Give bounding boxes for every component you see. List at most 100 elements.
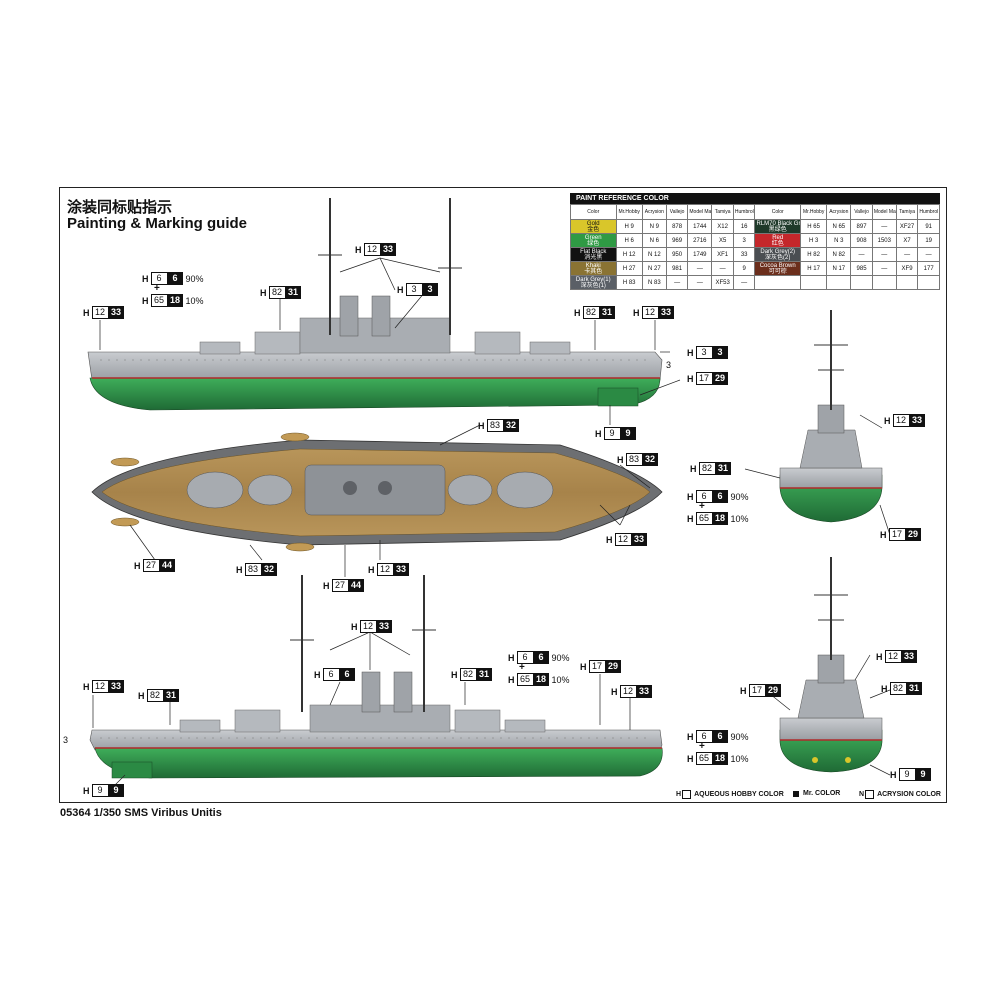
paint-code-n [826,275,852,290]
title-english: Painting & Marking guide [67,215,248,232]
paint-code-humbrol: — [732,275,756,290]
swatch-label: Red [772,234,784,241]
stern-view [779,557,883,773]
swatch-sublabel: 卡其色 [584,268,603,275]
swatch-label: Flat Black [580,248,607,255]
swatch-label: Gold [586,220,600,227]
legend-mr-color: Mr. COLOR [793,790,840,797]
legend-mr-color-text: Mr. COLOR [803,790,841,797]
paint-code-vallejo: — [665,275,689,290]
side-view-starboard [87,198,663,411]
paint-code-mm: — [687,275,713,290]
paint-code-mm: 1744 [687,219,713,234]
swatch-left-4: Dark Grey(1)深灰色(1) [570,275,617,290]
paint-table-title: PAINT REFERENCE COLOR [570,193,940,204]
legend-aqueous-text: AQUEOUS HOBBY COLOR [694,791,784,798]
legend-acrysion-box [865,790,875,799]
paint-table-header-row: Color Mr.Hobby Acrysion Vallejo Model Ma… [570,204,940,220]
paint-code-n: N 83 [641,275,667,290]
mix-plus-sign: + [154,283,160,294]
mix-plus-sign-port: + [519,662,525,673]
paint-code-humbrol [917,275,940,290]
paint-code-humbrol: 19 [917,233,940,248]
legend-aqueous: H AQUEOUS HOBBY COLOR [676,790,784,799]
legend-acrysion: N ACRYSION COLOR [859,790,941,799]
swatch-label: RLM70 Black Green [756,220,801,227]
legend-acrysion-text: ACRYSION COLOR [877,791,941,798]
title-chinese: 涂装同标贴指示 [67,198,173,216]
swatch-sublabel: 黑绿色 [768,226,787,233]
swatch-sublabel: 金色 [587,226,600,233]
swatch-label: Dark Grey(2) [760,248,796,255]
legend-mr-color-box [793,790,799,797]
leader-lines [92,257,891,791]
swatch-right-4 [754,275,801,290]
hull-number-label-port: 3 [63,735,69,745]
paint-reference-table: PAINT REFERENCE COLOR Color Mr.Hobby Acr… [570,193,940,290]
swatch-sublabel: 绿色 [587,240,600,247]
hull-number-label: 3 [666,360,672,370]
bow-view [779,310,883,523]
legend-aqueous-prefix: H [676,791,682,798]
mix-plus-sign-bowview: + [699,501,705,512]
kit-caption: 05364 1/350 SMS Viribus Unitis [60,807,222,819]
paint-code-h: H 83 [615,275,643,290]
legend-acrysion-prefix: N [859,791,865,798]
paint-table-grid: Color Mr.Hobby Acrysion Vallejo Model Ma… [570,204,940,290]
swatch-label: Cocoa Brown [759,262,796,269]
top-view [91,432,663,552]
swatch-sublabel: 可可棕 [768,268,787,275]
swatch-sublabel: 深灰色(2) [765,254,791,261]
swatch-label: Dark Grey(1) [575,276,611,283]
legend-aqueous-box [682,790,692,799]
swatch-label: Green [584,234,602,241]
side-view-port [89,575,663,779]
col-mrhobby: Mr.Hobby [615,204,643,220]
mix-plus-sign-sternview: + [699,741,705,752]
swatch-sublabel: 消光黑 [584,254,603,261]
